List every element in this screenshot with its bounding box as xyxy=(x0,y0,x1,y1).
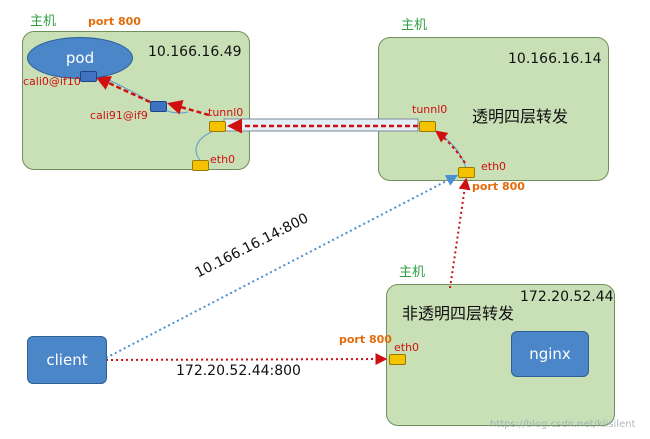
tunl0-port-left[interactable] xyxy=(209,121,226,132)
pod-label: pod xyxy=(65,49,95,67)
veth-line-right xyxy=(433,129,467,169)
cali91-port[interactable] xyxy=(150,101,167,112)
cali0-port[interactable] xyxy=(80,71,97,82)
eth0-label-top-left: eth0 xyxy=(210,153,236,166)
eth0-port-top-left[interactable] xyxy=(192,160,209,171)
flow-nginx-host-to-eth0 xyxy=(449,177,471,289)
nginx-node[interactable]: nginx xyxy=(511,331,589,377)
flow-cali91-to-cali0 xyxy=(95,76,151,104)
watermark-text: https://blog.csdn.net/kiisilent xyxy=(490,419,636,430)
eth0-label-top-right: eth0 xyxy=(481,160,507,173)
eth0-port-bottom-right[interactable] xyxy=(389,354,406,365)
nginx-label: nginx xyxy=(529,345,571,363)
nginx-host-port-label: port 800 xyxy=(339,333,392,346)
host-ip-top-right: 10.166.16.14 xyxy=(508,51,602,67)
flow-client-to-nginx xyxy=(105,353,388,366)
tunl0-label-left: tunnl0 xyxy=(208,106,244,119)
vip-port-label: port 800 xyxy=(472,180,525,193)
host-label-top-right: 主机 xyxy=(401,18,428,33)
pod-port-label: port 800 xyxy=(88,15,141,28)
cali91-label: cali91@if9 xyxy=(90,109,148,122)
client-to-nginx-link-label: 172.20.52.44:800 xyxy=(176,363,301,379)
flow-eth0-to-tunl0 xyxy=(435,130,466,164)
tunl0-port-right[interactable] xyxy=(419,121,436,132)
transparent-forward-title: 透明四层转发 xyxy=(472,107,569,126)
flow-client-to-vip xyxy=(105,174,459,359)
host-ip-bottom-right: 172.20.52.44 xyxy=(520,289,614,305)
veth-line-tunl-eth xyxy=(195,129,217,161)
eth0-label-bottom-right: eth0 xyxy=(394,341,420,354)
client-label: client xyxy=(46,351,88,369)
non-transparent-forward-title: 非透明四层转发 xyxy=(402,304,515,323)
host-label-bottom-right: 主机 xyxy=(399,265,426,280)
host-label-top-left: 主机 xyxy=(30,14,57,29)
host-box-top-right xyxy=(378,37,609,181)
veth-line-cali xyxy=(95,73,153,104)
tunl0-label-right: tunnl0 xyxy=(412,103,448,116)
eth0-port-top-right[interactable] xyxy=(458,167,475,178)
host-ip-top-left: 10.166.16.49 xyxy=(148,44,242,60)
client-node[interactable]: client xyxy=(27,336,107,384)
flow-tunl-to-cali91 xyxy=(167,100,210,117)
cali0-label: cali0@if10 xyxy=(23,75,81,88)
